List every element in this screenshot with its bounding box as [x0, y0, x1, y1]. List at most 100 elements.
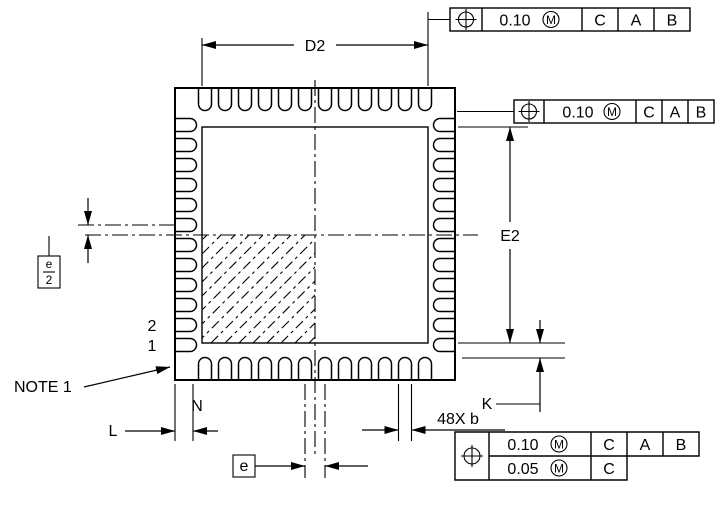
- l-label: L: [109, 423, 118, 440]
- e-half-denominator: 2: [46, 273, 53, 287]
- pad: [277, 87, 293, 112]
- pad: [174, 277, 198, 293]
- mmc-modifier-letter: M: [607, 105, 617, 119]
- datum-c: C: [603, 437, 615, 454]
- dimension-e: e: [232, 384, 368, 478]
- pad: [174, 257, 198, 273]
- dimension-b: 48X b: [362, 384, 505, 441]
- pad: [432, 117, 456, 133]
- pad: [432, 257, 456, 273]
- pad: [357, 356, 373, 381]
- position-tolerance-icon: [455, 9, 477, 30]
- pad: [357, 87, 373, 112]
- note-1-callout: NOTE 1: [14, 366, 171, 396]
- pad: [257, 356, 273, 381]
- pad: [297, 356, 313, 381]
- pad: [397, 356, 413, 381]
- dimension-k: K: [462, 320, 565, 413]
- pad: [317, 356, 333, 381]
- pad: [174, 197, 198, 213]
- pad: [432, 177, 456, 193]
- mmc-modifier-icon: [542, 10, 560, 29]
- note-1-label: NOTE 1: [14, 379, 72, 396]
- datum-a: A: [640, 437, 651, 454]
- pad: [417, 356, 433, 381]
- k-label: K: [482, 396, 493, 413]
- tolerance-value: 0.10: [499, 13, 530, 30]
- pad: [432, 297, 456, 313]
- pad: [217, 87, 233, 112]
- pin-1-label: 1: [148, 338, 157, 355]
- datum-c: C: [603, 461, 615, 478]
- pad: [174, 117, 198, 133]
- fcf-side: 0.10 M C A B: [457, 99, 715, 124]
- datum-b: B: [676, 437, 687, 454]
- pad: [377, 356, 393, 381]
- terminal-width-label: 48X b: [437, 411, 479, 428]
- mmc-modifier-icon: [550, 459, 568, 477]
- datum-b: B: [667, 13, 678, 30]
- datum-b: B: [696, 105, 707, 122]
- e-label: e: [240, 458, 249, 475]
- note-leader-arrow: [83, 366, 171, 388]
- pad: [174, 177, 198, 193]
- position-tolerance-icon: [461, 445, 483, 467]
- pad: [197, 356, 213, 381]
- pad: [432, 317, 456, 333]
- pad: [377, 87, 393, 112]
- pad: [432, 197, 456, 213]
- pad: [417, 87, 433, 112]
- pad: [432, 277, 456, 293]
- pad: [174, 317, 198, 333]
- pad: [174, 337, 198, 353]
- pin-2-label: 2: [148, 318, 157, 335]
- pad: [174, 217, 198, 233]
- pad: [174, 137, 198, 153]
- dimension-e-half: e 2: [37, 198, 175, 289]
- tolerance-value: 0.10: [507, 437, 538, 454]
- e-half-numerator: e: [46, 257, 53, 271]
- pad: [297, 87, 313, 112]
- pad: [432, 237, 456, 253]
- pad: [432, 217, 456, 233]
- mmc-modifier-icon: [550, 435, 568, 453]
- n-label: N: [191, 398, 203, 415]
- pad: [174, 297, 198, 313]
- dimension-d2: D2: [201, 12, 429, 86]
- e2-label: E2: [500, 228, 520, 245]
- position-tolerance-icon: [518, 101, 540, 122]
- pad: [197, 87, 213, 112]
- dimension-e2: E2: [458, 126, 565, 344]
- fcf-bottom: 0.10 M C A B 0.05 M C: [454, 431, 700, 481]
- dimension-l: L N: [109, 384, 218, 441]
- pad: [237, 87, 253, 112]
- pad: [237, 356, 253, 381]
- pin-labels: 2 1: [148, 318, 157, 355]
- pad: [277, 356, 293, 381]
- pad: [337, 87, 353, 112]
- d2-label: D2: [305, 38, 326, 55]
- fcf-top: 0.10 M C A B: [428, 7, 691, 32]
- mmc-modifier-icon: [603, 102, 621, 121]
- pad: [432, 157, 456, 173]
- pad: [174, 237, 198, 253]
- datum-a: A: [631, 13, 642, 30]
- pad: [317, 87, 333, 112]
- pad: [217, 356, 233, 381]
- datum-c: C: [643, 105, 655, 122]
- mmc-modifier-letter: M: [554, 438, 564, 452]
- tolerance-value: 0.05: [507, 461, 538, 478]
- fcf-frame: [449, 7, 691, 32]
- fcf-frame: [513, 99, 715, 124]
- pad: [337, 356, 353, 381]
- pad: [397, 87, 413, 112]
- pad: [432, 137, 456, 153]
- e-half-label-box: [37, 255, 61, 289]
- tolerance-value: 0.10: [562, 105, 593, 122]
- datum-c: C: [594, 13, 606, 30]
- pad: [174, 157, 198, 173]
- pad: [257, 87, 273, 112]
- pad: [432, 337, 456, 353]
